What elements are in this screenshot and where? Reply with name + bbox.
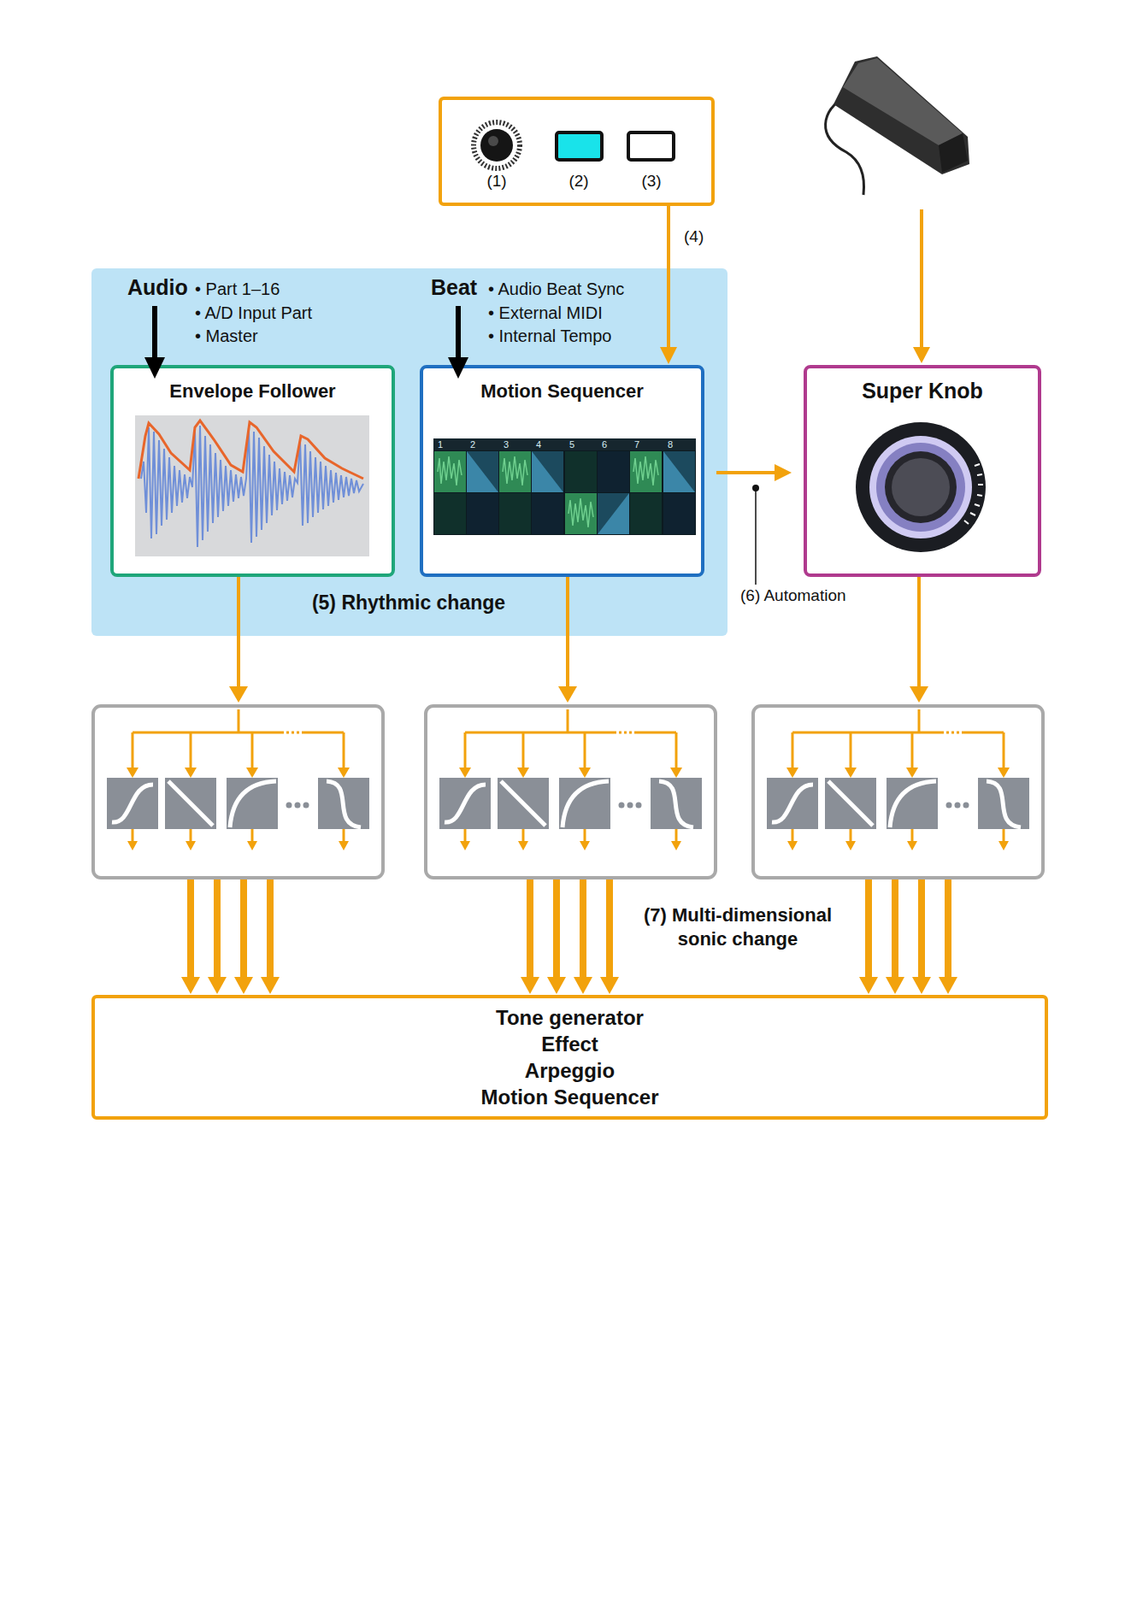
output-arrow [944,879,952,980]
input-item: • A/D Input Part [194,303,313,324]
leader-dot [752,484,760,492]
arrow-head [558,686,578,703]
output-arrow [918,879,925,980]
arrow-head [913,347,931,364]
branch-stem [918,709,921,733]
arrow-head [859,977,878,995]
rhythmic-band: (5) Rhythmic change Envelope Follower Moti… [91,268,728,637]
connector-label: (6) Automation [740,586,847,606]
input-item: • External MIDI [488,303,603,324]
arrow-head [885,977,905,995]
callout-number: (3) [641,171,661,191]
leader-line [754,488,757,585]
step-number: 1 [437,439,443,450]
arrow-head [234,977,254,995]
arrow-head [547,977,566,995]
arrow-head [912,977,931,995]
step-number: 6 [601,439,607,450]
pedal-arrow [919,209,924,349]
envelope-follower-box: Envelope Follower [110,365,395,578]
output-arrow [213,879,221,980]
destination-box: Tone generatorEffectArpeggioMotion Seque… [91,995,1049,1120]
branch-stem [566,709,570,733]
output-arrow [891,879,899,980]
output-arrow [579,879,587,980]
input-item: • Internal Tempo [488,326,613,347]
destination-line: Effect [541,1030,599,1058]
curve-set-box [425,706,716,878]
step-number: 3 [503,439,509,450]
branch-stem [237,709,241,733]
arrow-head [207,977,227,995]
output-heads [181,977,958,995]
destination-line: Arpeggio [524,1057,615,1084]
arrow-head [909,686,929,703]
step-number: 2 [470,439,476,450]
pedal-cable [825,95,865,195]
input-item: • Master [194,326,259,347]
output-arrow [606,879,613,980]
output-arrow [240,879,248,980]
input-item: • Audio Beat Sync [488,279,625,300]
output-arrows [190,879,949,980]
arrow-head [181,977,201,995]
callout-number: (1) [486,171,507,191]
destination-line: Tone generator [495,1004,644,1031]
control-panel-box: (1) (2) (3) [438,96,715,207]
arrow-head [520,977,540,995]
step-number: 4 [536,439,542,450]
output-arrow [553,879,560,980]
output-arrow [187,879,195,980]
arrow-head [573,977,593,995]
arrow-head [600,977,619,995]
band-title: (5) Rhythmic change [312,591,506,615]
destination-line: Motion Sequencer [480,1083,659,1111]
box-title: Motion Sequencer [423,380,701,403]
step-number: 8 [667,439,673,450]
output-arrow [865,879,872,980]
curve-set-box [93,706,383,878]
box-title: Super Knob [807,378,1038,404]
arrow-head [260,977,280,995]
output-arrow [526,879,534,980]
step-number: 7 [634,439,640,450]
pedal-side [938,133,968,173]
callout-number: (2) [568,171,589,191]
arrow-head [774,464,792,482]
super-knob-box: Super Knob [803,365,1042,578]
pedal-body [833,56,970,175]
box-title: Envelope Follower [113,380,392,403]
connector-label: (4) [683,227,704,247]
flow-arrow [917,577,921,689]
pedal-top [842,58,963,146]
motion-sequencer-box: Motion Sequencer [419,365,705,578]
input-heading: Audio [127,275,189,301]
input-item: • Part 1–16 [194,279,280,300]
curve-set-box [753,706,1043,878]
input-heading: Beat [430,275,478,301]
arrow-head [938,977,958,995]
arrow-head [229,686,248,703]
flow-connector [716,464,792,482]
step-number: 5 [569,439,575,450]
output-arrow [266,879,274,980]
process-caption: (7) Multi-dimensional sonic change [622,903,854,952]
